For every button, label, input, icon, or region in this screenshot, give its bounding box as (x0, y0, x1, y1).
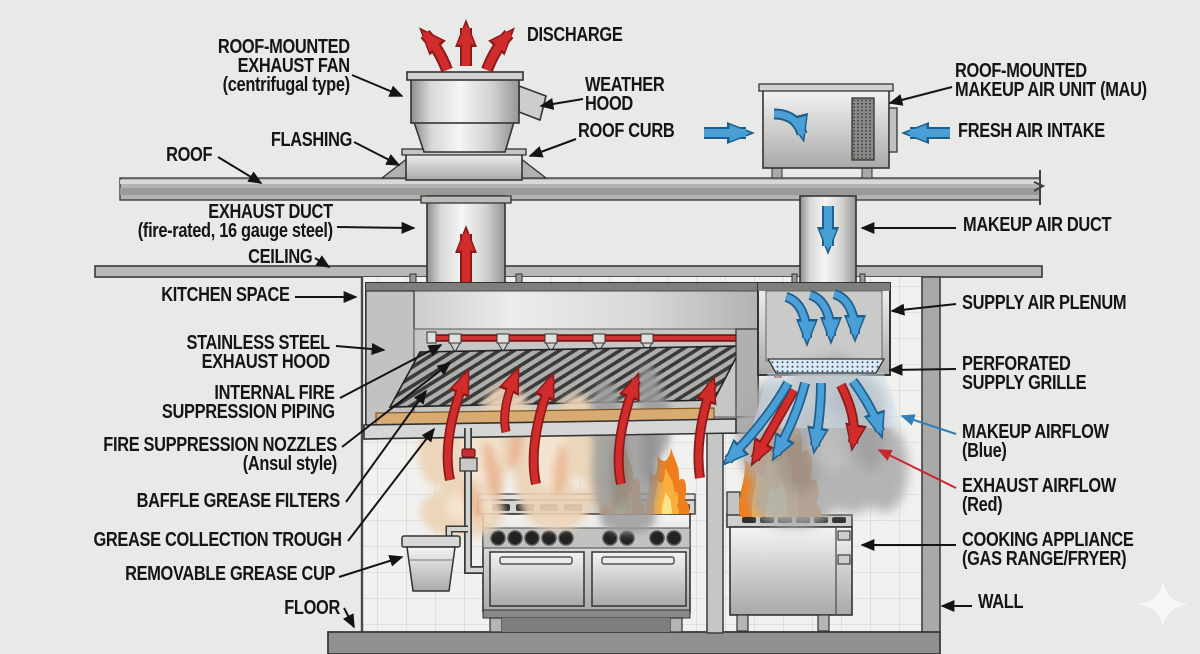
label-grease-cup: REMOVABLE GREASE CUP (124, 563, 335, 585)
label-discharge: DISCHARGE (527, 24, 623, 46)
label-flashing: FLASHING (270, 129, 353, 151)
discharge-airflow-arrows (418, 19, 516, 73)
label-roof: ROOF (165, 144, 212, 166)
roof-structure (119, 170, 1046, 205)
label-suppression-nozzles: FIRE SUPPRESSION NOZZLES (Ansul style) (103, 434, 337, 475)
hood-support-post (706, 432, 724, 634)
baffle-grease-filters (388, 345, 744, 408)
fire-suppression-nozzles (448, 333, 654, 354)
label-suppression-piping: INTERNAL FIRE SUPPRESSION PIPING (162, 382, 335, 423)
gas-fryer (726, 491, 853, 632)
label-makeup-airflow: MAKEUP AIRFLOW (Blue) (962, 421, 1109, 462)
weather-hood-spout (518, 84, 547, 122)
label-supply-air-plenum: SUPPLY AIR PLENUM (962, 292, 1127, 314)
label-floor: FLOOR (284, 597, 340, 619)
label-makeup-air-duct: MAKEUP AIR DUCT (963, 214, 1112, 236)
floor-slab (327, 631, 941, 654)
ceiling-structure (94, 265, 1043, 278)
label-wall: WALL (978, 591, 1024, 613)
label-cooking-appliance: COOKING APPLIANCE (GAS RANGE/FRYER) (962, 529, 1134, 570)
exhaust-duct (409, 195, 523, 294)
right-wall (921, 276, 941, 634)
label-exhaust-hood: STAINLESS STEEL EXHAUST HOOD (186, 332, 331, 373)
makeup-airflow-arrows (721, 289, 885, 467)
range-knobs (490, 530, 682, 546)
label-exhaust-airflow: EXHAUST AIRFLOW (Red) (962, 475, 1116, 516)
label-makeup-air-unit: ROOF-MOUNTED MAKEUP AIR UNIT (MAU) (955, 60, 1147, 101)
label-kitchen-space: KITCHEN SPACE (161, 284, 291, 306)
grease-trough (363, 407, 737, 440)
label-ceiling: CEILING (247, 246, 313, 268)
label-roof-curb: ROOF CURB (578, 120, 675, 142)
fresh-air-arrows (704, 108, 950, 255)
exhaust-fan-assembly (380, 71, 548, 181)
sparkle-icon (1137, 581, 1189, 627)
grease-drain-pipe (445, 428, 483, 574)
label-exhaust-fan: ROOF-MOUNTED EXHAUST FAN (centrifugal ty… (218, 36, 350, 96)
removable-grease-cup (401, 535, 461, 592)
mau-intake-grille (851, 97, 875, 161)
label-fresh-air-intake: FRESH AIR INTAKE (958, 120, 1105, 142)
label-grease-trough: GREASE COLLECTION TROUGH (93, 529, 342, 551)
label-supply-grille: PERFORATED SUPPLY GRILLE (962, 353, 1087, 394)
label-exhaust-duct: EXHAUST DUCT (fire-rated, 16 gauge steel… (138, 201, 333, 242)
exhaust-airflow-arrows (442, 365, 867, 486)
label-grease-filters: BAFFLE GREASE FILTERS (136, 490, 341, 512)
leader-lines (217, 74, 972, 629)
label-weather-hood: WEATHER HOOD (585, 74, 665, 115)
